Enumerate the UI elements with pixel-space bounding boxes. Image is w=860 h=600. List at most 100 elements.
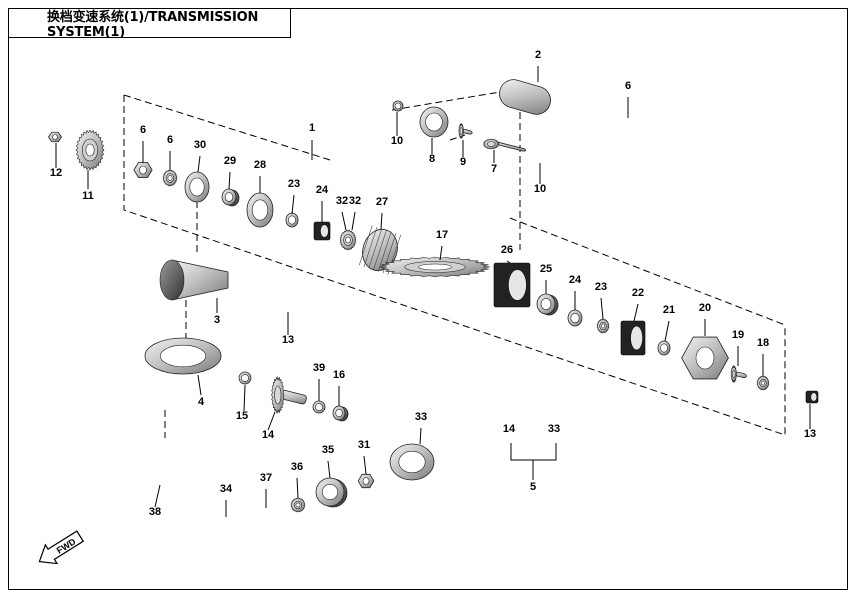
part-27-gear [339, 229, 357, 251]
part-35-bearing [332, 405, 349, 422]
part-31-washer [312, 400, 326, 414]
callout-10: 10 [534, 183, 546, 195]
part-7-pin [499, 79, 551, 115]
leader-line-32 [341, 211, 347, 231]
callout-2: 2 [535, 49, 541, 61]
callout-17: 17 [436, 229, 448, 241]
part-14-bevel-gear [159, 259, 229, 301]
leader-line-33 [419, 427, 422, 445]
part-11-gear [75, 129, 105, 171]
part-39-ring [144, 337, 222, 375]
group-bracket-5 [510, 443, 557, 480]
part-37-hex-nut [357, 473, 375, 489]
callout-20: 20 [699, 302, 711, 314]
callout-8: 8 [429, 153, 435, 165]
part-17-shaft [358, 225, 402, 275]
callout-5: 5 [530, 481, 536, 493]
callout-31: 31 [358, 439, 370, 451]
callout-33: 33 [548, 423, 560, 435]
callout-25: 25 [540, 263, 552, 275]
part-15-washer [392, 100, 404, 112]
part-6-hex-nut [133, 161, 153, 179]
leader-line-22 [633, 303, 639, 322]
part-26-gear [379, 256, 491, 278]
title-text: 换档变速系统(1)/TRANSMISSION SYSTEM(1) [47, 10, 259, 40]
callout-19: 19 [732, 329, 744, 341]
callout-6: 6 [167, 134, 173, 146]
callout-7: 7 [491, 163, 497, 175]
part-2-shaft-gear [730, 364, 747, 384]
callout-27: 27 [376, 196, 388, 208]
callout-23: 23 [595, 281, 607, 293]
part-33-bevel-shaft [271, 375, 307, 415]
part-10-washer [419, 106, 449, 138]
callout-34: 34 [220, 483, 233, 495]
part-19-needle-bearing [620, 320, 646, 356]
leader-line-26 [506, 260, 511, 264]
callout-32: 32 [336, 195, 348, 207]
leader-line-38 [154, 484, 161, 508]
assembly-outline [123, 91, 786, 438]
leader-line-21 [664, 320, 670, 342]
callout-16: 16 [333, 369, 345, 381]
callout-33: 33 [415, 411, 427, 423]
callout-13: 13 [282, 334, 294, 346]
callout-23: 23 [288, 178, 300, 190]
callout-11: 11 [82, 190, 94, 202]
leader-line-32 [351, 211, 356, 231]
part-30-spline-gear [162, 169, 178, 187]
callout-13: 13 [804, 428, 816, 440]
callout-37: 37 [260, 472, 272, 484]
part-3-shaft-gear [458, 122, 473, 140]
part-32-needle-bearing [313, 221, 331, 241]
leader-line-15 [243, 384, 246, 412]
callout-10: 10 [391, 135, 403, 147]
part-22-shift-sleeve [536, 293, 559, 316]
callout-30: 30 [194, 139, 206, 151]
drawing-frame [8, 8, 848, 590]
callout-39: 39 [313, 362, 325, 374]
parts-layer [48, 79, 819, 513]
callout-35: 35 [322, 444, 334, 456]
part-13-hex-nut [681, 336, 729, 380]
callout-21: 21 [663, 304, 675, 316]
callout-28: 28 [254, 159, 266, 171]
part-25-needle-bearing [493, 262, 531, 308]
callout-38: 38 [149, 506, 161, 518]
callout-6: 6 [140, 124, 146, 136]
leader-line-23 [600, 297, 604, 320]
callout-9: 9 [460, 156, 466, 168]
callout-32: 32 [349, 195, 361, 207]
callout-14: 14 [262, 429, 275, 441]
part-28-shift-sleeve [221, 188, 240, 207]
page-title: 换档变速系统(1)/TRANSMISSION SYSTEM(1) [8, 8, 291, 40]
leader-line-36 [296, 477, 299, 499]
callout-4: 4 [198, 396, 205, 408]
callout-14: 14 [503, 423, 516, 435]
part-24-washer [285, 212, 299, 228]
callout-3: 3 [214, 314, 220, 326]
part-23-ring [246, 192, 274, 228]
callout-15: 15 [236, 410, 248, 422]
callout-24: 24 [316, 184, 329, 196]
leader-line-27 [380, 212, 383, 230]
callout-26: 26 [501, 244, 513, 256]
leader-line-35 [327, 460, 331, 479]
leader-line-17 [439, 245, 443, 261]
part-12-hex-nut [48, 131, 62, 143]
leader-line-30 [197, 155, 201, 173]
part-16-washer [238, 371, 252, 385]
callout-29: 29 [224, 155, 236, 167]
callout-12: 12 [50, 167, 62, 179]
part-9-needle-bearing [805, 390, 819, 404]
leader-line-14 [267, 411, 276, 431]
leader-line-29 [228, 171, 231, 190]
part-8-gear [756, 375, 770, 391]
callout-6: 6 [625, 80, 631, 92]
callout-36: 36 [291, 461, 303, 473]
callout-18: 18 [757, 337, 769, 349]
callout-22: 22 [632, 287, 644, 299]
part-38-gear [290, 497, 306, 513]
leader-line-4 [197, 374, 202, 396]
